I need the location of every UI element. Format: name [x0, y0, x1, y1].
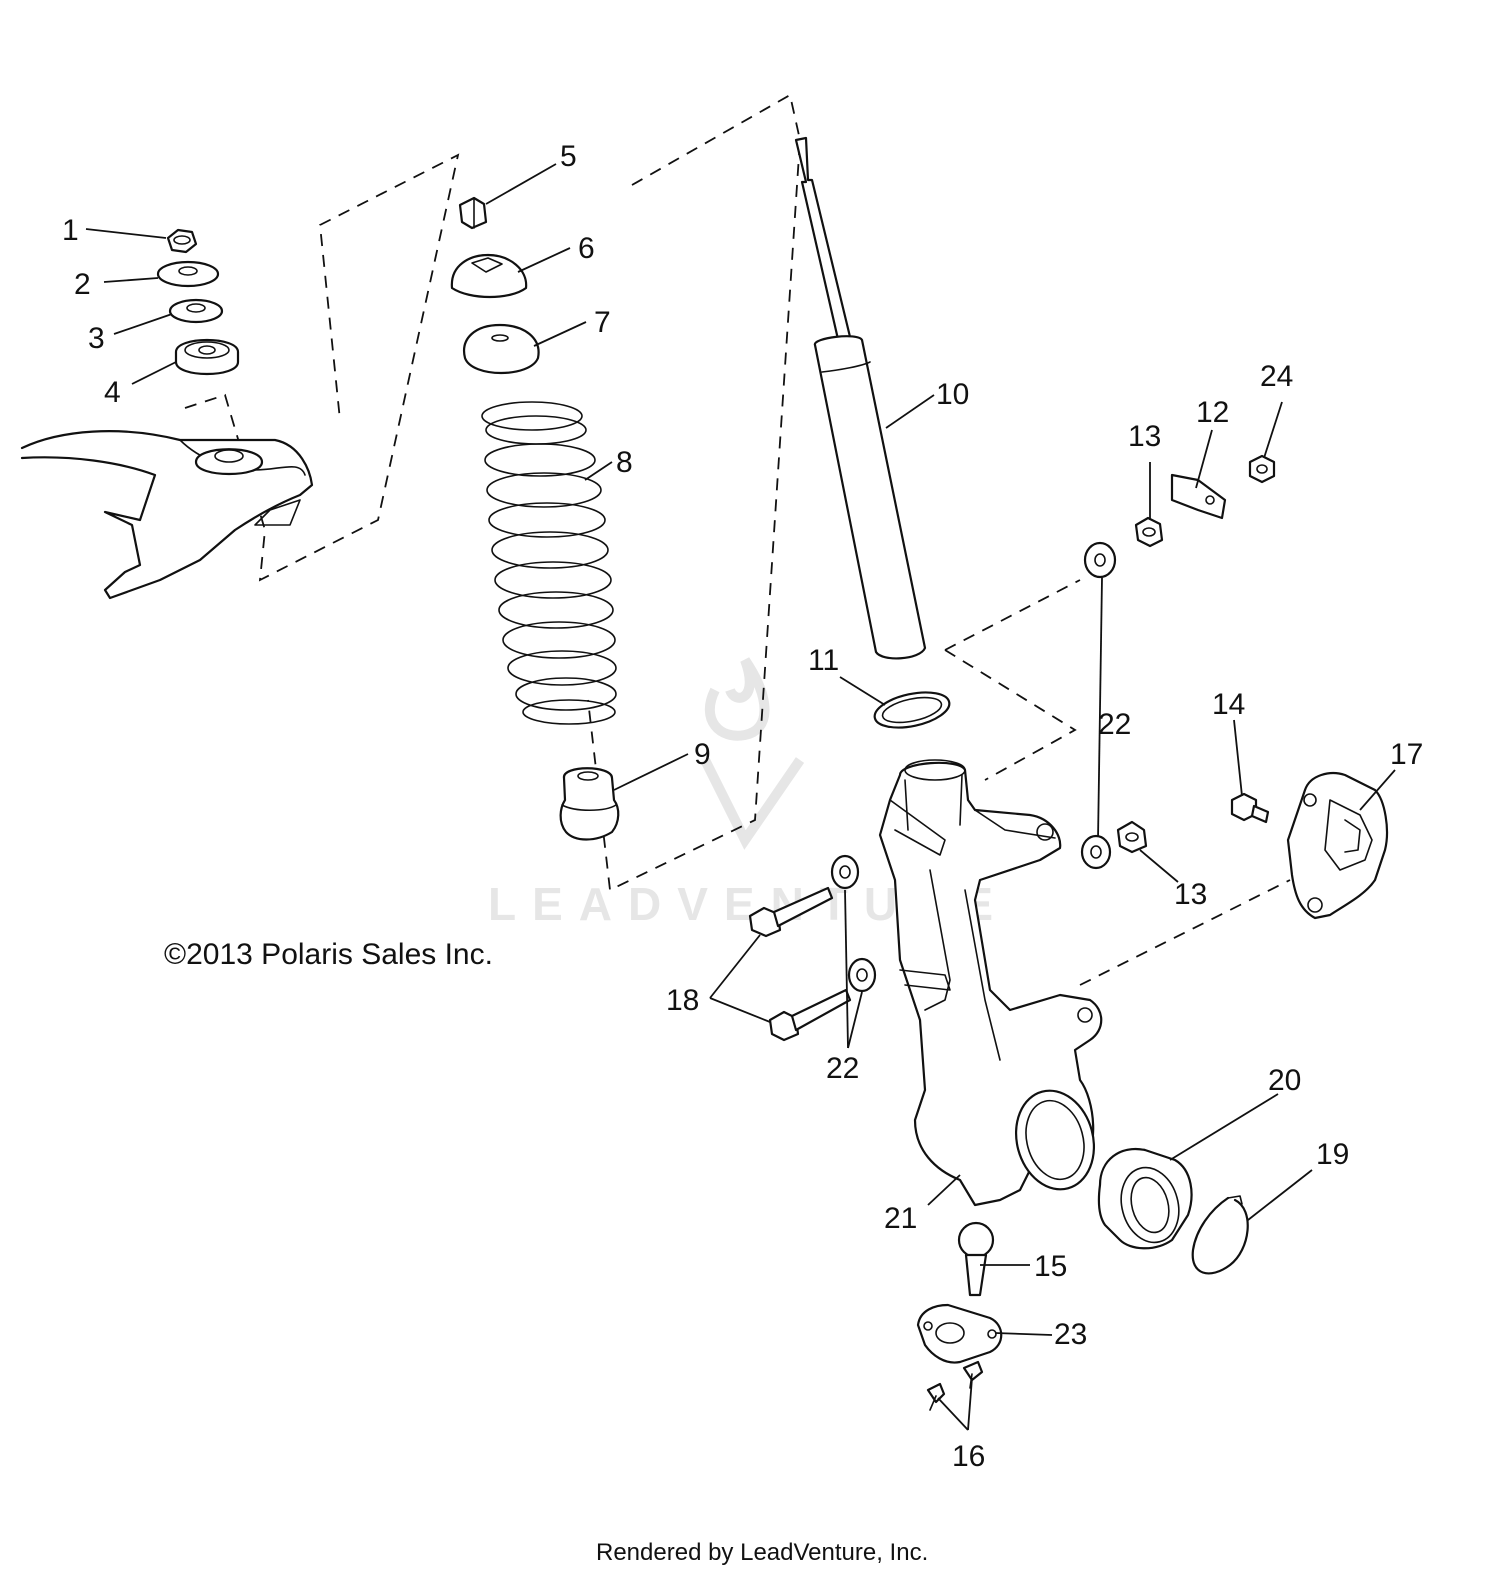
callout-23: 23: [1054, 1318, 1087, 1351]
callout-20: 20: [1268, 1064, 1301, 1097]
callout-12: 12: [1196, 396, 1229, 429]
callout-3: 3: [88, 322, 105, 355]
nut-part-24: [1248, 454, 1276, 484]
screw-part-16-left: [926, 1382, 946, 1411]
callout-17: 17: [1390, 738, 1423, 771]
callout-22-upper: 22: [1098, 708, 1131, 741]
assembly-outline-knuckle-side: [944, 649, 1077, 781]
nut-part-5: [458, 196, 488, 230]
spring-retainer-part-6: [450, 253, 528, 299]
ball-joint-part-15: [957, 1221, 995, 1297]
ball-joint-plate-part-23: [916, 1303, 1003, 1364]
washer-part-22-upper: [1083, 541, 1117, 579]
callout-15: 15: [1034, 1250, 1067, 1283]
snap-ring-part-19: [1191, 1195, 1249, 1275]
assembly-outline-mount: [184, 153, 460, 582]
callout-21: 21: [884, 1202, 917, 1235]
washer-part-3: [168, 298, 224, 324]
spring-retainer-part-7: [462, 323, 540, 374]
callout-5: 5: [560, 140, 577, 173]
bushing-part-4: [174, 338, 240, 376]
callout-24: 24: [1260, 360, 1293, 393]
callout-labels: 1 2 3 4 5 6 7 8 9 10 11 12 13 13 14 15 1…: [62, 140, 1423, 1473]
callout-13-upper: 13: [1128, 420, 1161, 453]
steering-knuckle-part-21: [878, 759, 1103, 1207]
callout-16: 16: [952, 1440, 985, 1473]
assembly-outline-caliper: [1079, 879, 1291, 986]
bolt-part-18-upper: [748, 886, 834, 938]
washer-part-22-left-lower: [847, 957, 877, 993]
copyright-notice: ©2013 Polaris Sales Inc.: [164, 938, 493, 971]
callout-19: 19: [1316, 1138, 1349, 1171]
rendered-by-footer: Rendered by LeadVenture, Inc.: [596, 1539, 928, 1566]
callout-10: 10: [936, 378, 969, 411]
assembly-outline-shock: [587, 93, 801, 892]
washer-part-22-lower-right: [1080, 834, 1112, 870]
brake-caliper-part-17: [1286, 772, 1389, 920]
callout-6: 6: [578, 232, 595, 265]
callout-13-lower: 13: [1174, 878, 1207, 911]
callout-4: 4: [104, 376, 121, 409]
bump-stop-part-9: [559, 767, 620, 841]
callout-11: 11: [808, 644, 839, 677]
bolt-part-14: [1230, 792, 1270, 824]
shock-absorber-part-10: [794, 136, 927, 660]
assembly-outline-knuckle-top: [944, 579, 1081, 651]
washer-part-22-left-upper: [830, 854, 860, 890]
wheel-bearing-part-20: [1097, 1147, 1193, 1250]
nut-part-13-lower: [1116, 820, 1148, 854]
callout-22-lower: 22: [826, 1052, 859, 1085]
bolt-part-18-lower: [768, 988, 852, 1042]
callout-7: 7: [594, 306, 611, 339]
nut-part-13-upper: [1134, 516, 1164, 548]
nut-part-1: [166, 228, 198, 254]
screw-part-16-right: [962, 1360, 984, 1389]
washer-part-2: [156, 260, 220, 288]
callout-18: 18: [666, 984, 699, 1017]
callout-14: 14: [1212, 688, 1245, 721]
callout-1: 1: [62, 214, 79, 247]
frame-mount-bracket: [20, 430, 314, 600]
callout-2: 2: [74, 268, 91, 301]
coil-spring-part-8: [481, 401, 617, 725]
callout-9: 9: [694, 738, 711, 771]
leader-lines: [85, 163, 1396, 1431]
callout-8: 8: [616, 446, 633, 479]
o-ring-part-11: [873, 691, 951, 729]
